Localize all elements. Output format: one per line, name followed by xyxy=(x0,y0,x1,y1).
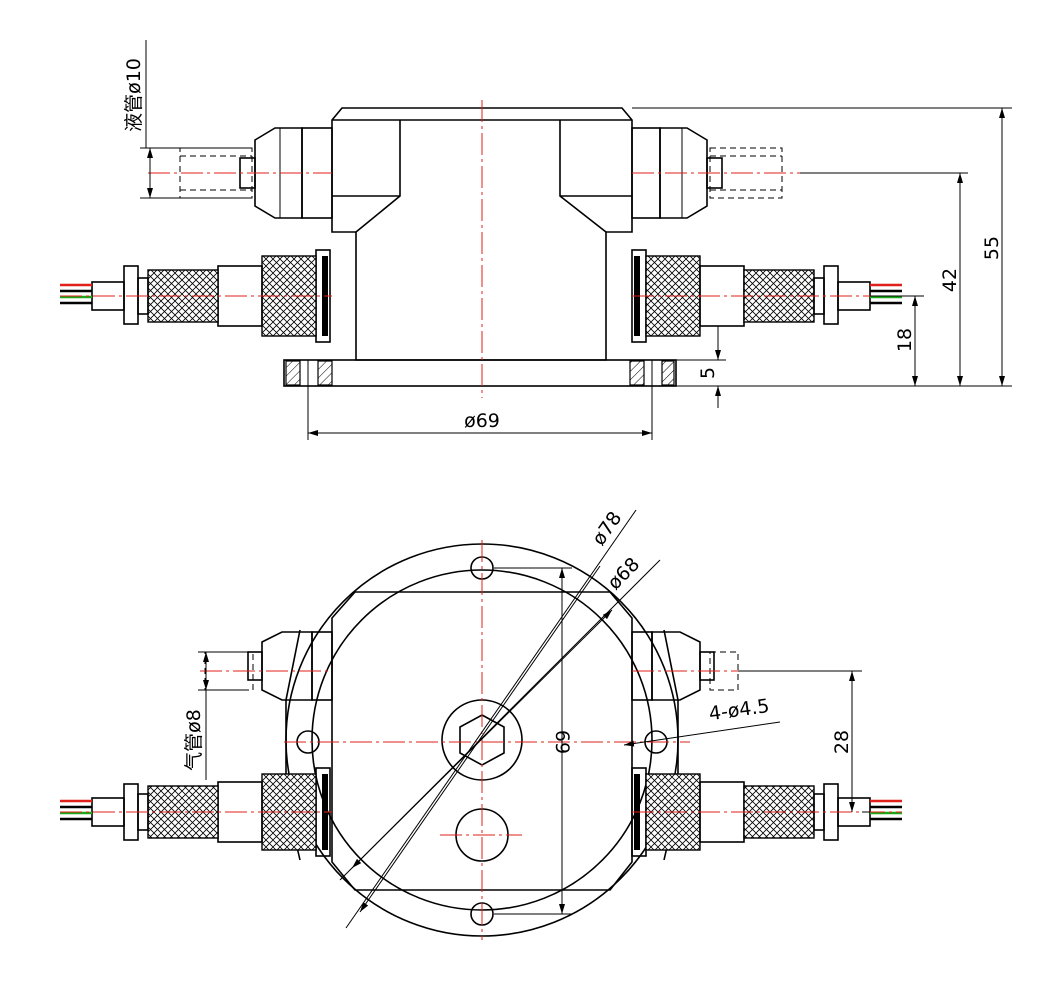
front-base-flange xyxy=(283,359,677,387)
front-dimensions: 55 42 18 5 ø69 液管ø10 xyxy=(123,40,1012,440)
dim-68: ø68 xyxy=(603,553,644,594)
dim-78: ø78 xyxy=(588,508,627,550)
dim-55: 55 xyxy=(981,236,1003,260)
right-pipe-fitting xyxy=(631,127,800,219)
dim-28: 28 xyxy=(831,730,853,754)
left-pipe-fitting xyxy=(148,127,333,219)
top-view: ø78 ø68 69 4-ø4.5 28 气管ø8 xyxy=(60,508,902,940)
liquid-pipe-label: 液管ø10 xyxy=(123,58,145,132)
dim-5: 5 xyxy=(697,367,719,379)
dim-hole-circle-69: ø69 xyxy=(464,410,500,432)
dim-holes: 4-ø4.5 xyxy=(708,695,771,725)
gas-pipe-label: 气管ø8 xyxy=(183,709,205,771)
dim-18: 18 xyxy=(894,328,916,352)
dim-42: 42 xyxy=(939,268,961,292)
left-connector xyxy=(60,249,332,343)
front-view: 55 42 18 5 ø69 液管ø10 xyxy=(60,40,1012,440)
right-connector xyxy=(631,249,902,343)
dim-69: 69 xyxy=(551,730,573,754)
top-right-connector xyxy=(631,767,902,857)
top-left-connector xyxy=(60,767,332,857)
